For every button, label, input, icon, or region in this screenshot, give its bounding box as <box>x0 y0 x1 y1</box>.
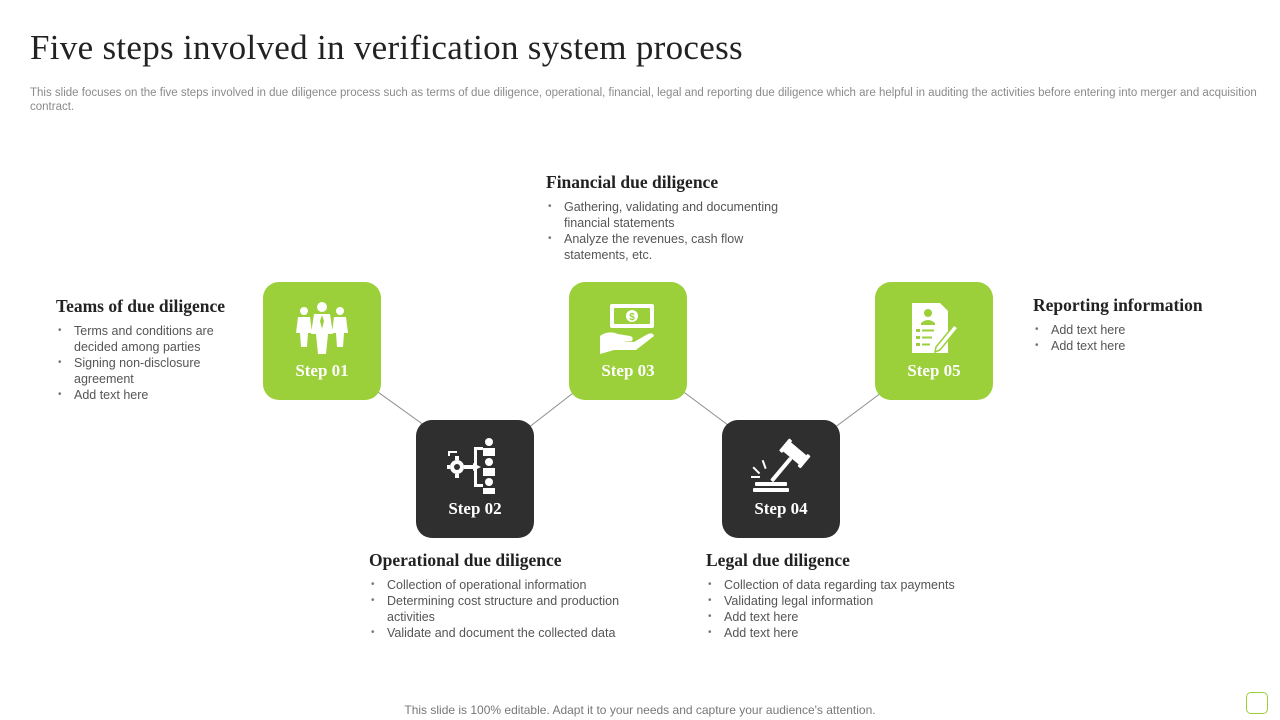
slide-subtitle: This slide focuses on the five steps inv… <box>30 87 1257 113</box>
corner-badge <box>1246 692 1268 714</box>
step-05-label: Step 05 <box>907 361 961 380</box>
connector-3-4 <box>680 389 733 429</box>
list-item: Determining cost structure and productio… <box>369 593 654 625</box>
gavel-icon <box>748 438 814 493</box>
reporting-block: Reporting information Add text here Add … <box>1033 295 1253 354</box>
financial-list: Gathering, validating and documenting fi… <box>546 199 806 263</box>
list-item: Analyze the revenues, cash flow statemen… <box>546 231 806 263</box>
slide-title: Five steps involved in verification syst… <box>30 28 743 67</box>
operational-title: Operational due diligence <box>369 550 562 570</box>
money-hand-icon: $ <box>595 301 661 355</box>
operational-list: Collection of operational information De… <box>369 577 654 641</box>
team-icon <box>289 301 355 355</box>
legal-block: Legal due diligence Collection of data r… <box>706 550 996 641</box>
document-sign-icon <box>901 301 967 355</box>
step-04-label: Step 04 <box>754 499 808 518</box>
svg-text:$: $ <box>629 312 635 323</box>
step-01-box: Step 01 <box>263 282 381 400</box>
step-02-label: Step 02 <box>448 499 502 518</box>
step-05-box: Step 05 <box>875 282 993 400</box>
operational-block: Operational due diligence Collection of … <box>369 550 654 641</box>
financial-block: Financial due diligence Gathering, valid… <box>546 172 806 263</box>
teams-title: Teams of due diligence <box>56 296 226 316</box>
teams-list: Terms and conditions are decided among p… <box>56 323 256 403</box>
step-03-box: $ Step 03 <box>569 282 687 400</box>
reporting-title: Reporting information <box>1033 295 1203 315</box>
list-item: Add text here <box>706 609 996 625</box>
step-02-box: Step 02 <box>416 420 534 538</box>
legal-title: Legal due diligence <box>706 550 850 570</box>
list-item: Add text here <box>706 625 996 641</box>
step-04-box: Step 04 <box>722 420 840 538</box>
teams-block: Teams of due diligence Terms and conditi… <box>56 296 256 403</box>
legal-list: Collection of data regarding tax payment… <box>706 577 996 641</box>
list-item: Add text here <box>1033 338 1253 354</box>
step-01-label: Step 01 <box>295 361 349 380</box>
list-item: Terms and conditions are decided among p… <box>56 323 256 355</box>
financial-title: Financial due diligence <box>546 172 719 192</box>
connector-4-5 <box>833 389 886 429</box>
list-item: Add text here <box>56 387 256 403</box>
list-item: Validating legal information <box>706 593 996 609</box>
list-item: Signing non-disclosure agreement <box>56 355 256 387</box>
connector-1-2 <box>374 389 429 429</box>
slide-footer: This slide is 100% editable. Adapt it to… <box>404 703 876 717</box>
reporting-list: Add text here Add text here <box>1033 322 1253 354</box>
list-item: Collection of operational information <box>369 577 654 593</box>
step-03-label: Step 03 <box>601 361 655 380</box>
connector-2-3 <box>527 389 578 429</box>
process-flow-icon <box>442 438 508 494</box>
list-item: Validate and document the collected data <box>369 625 654 641</box>
list-item: Gathering, validating and documenting fi… <box>546 199 806 231</box>
list-item: Add text here <box>1033 322 1253 338</box>
list-item: Collection of data regarding tax payment… <box>706 577 996 593</box>
